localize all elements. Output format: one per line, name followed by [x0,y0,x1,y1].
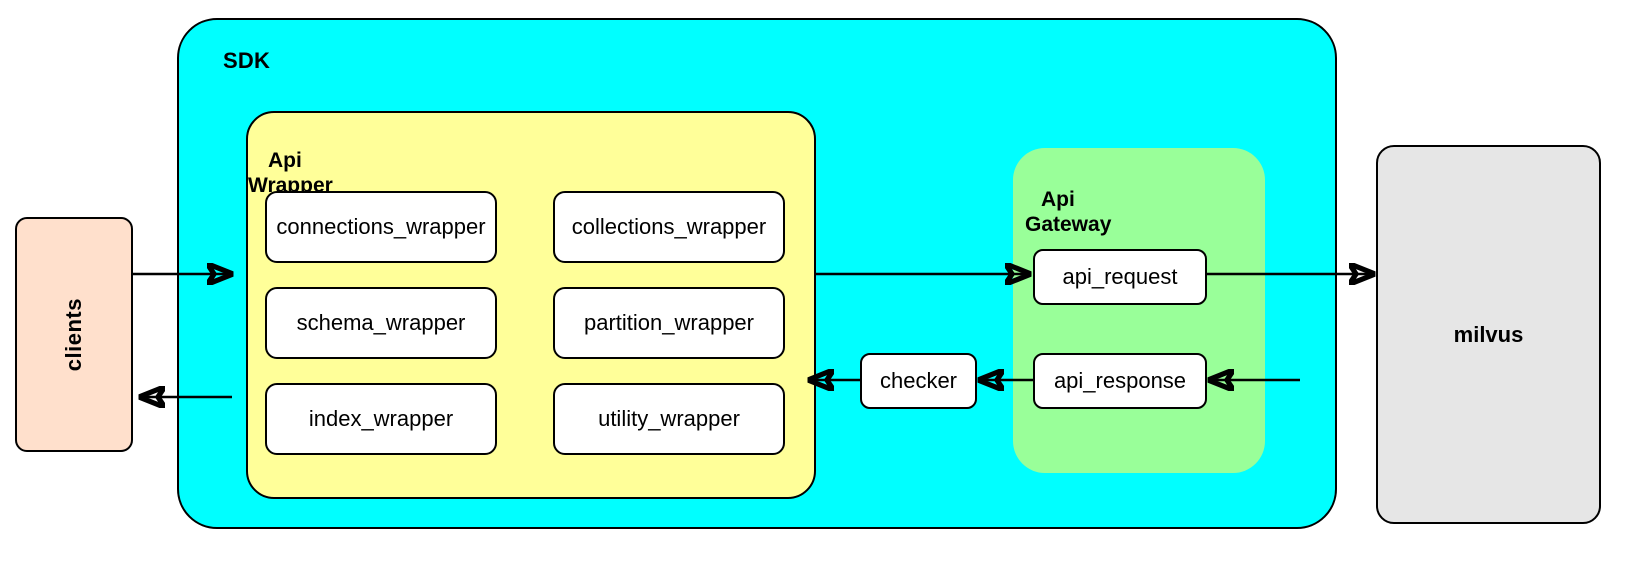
card-api-response[interactable]: api_response [1033,353,1207,409]
card-label: index_wrapper [308,406,454,431]
card-index-wrapper[interactable]: index_wrapper [265,383,497,455]
milvus-label: milvus [1453,321,1524,347]
card-label: connections_wrapper [276,214,486,239]
card-label: partition_wrapper [584,310,754,335]
sdk-label: SDK [223,48,271,73]
card-label: api_response [1053,368,1187,393]
card-connections-wrapper[interactable]: connections_wrapper [265,191,497,263]
card-api-request[interactable]: api_request [1033,249,1207,305]
card-schema-wrapper[interactable]: schema_wrapper [265,287,497,359]
card-collections-wrapper[interactable]: collections_wrapper [553,191,785,263]
clients-box[interactable]: clients [15,217,133,452]
api-wrapper-label-line1: Api [268,149,302,173]
card-label: api_request [1062,264,1178,289]
card-label: schema_wrapper [296,310,466,335]
clients-label: clients [61,297,86,372]
card-label: collections_wrapper [571,214,767,239]
milvus-box[interactable]: milvus [1376,145,1601,524]
api-gateway-label-line1: Api [1041,188,1075,212]
card-label: checker [879,368,958,393]
card-partition-wrapper[interactable]: partition_wrapper [553,287,785,359]
api-gateway-label-line2: Gateway [1025,213,1112,237]
api-gateway-container: Api Gateway [1013,148,1265,473]
api-gateway-label: Api Gateway [1025,162,1111,263]
card-utility-wrapper[interactable]: utility_wrapper [553,383,785,455]
card-label: utility_wrapper [598,406,740,431]
card-checker[interactable]: checker [860,353,977,409]
